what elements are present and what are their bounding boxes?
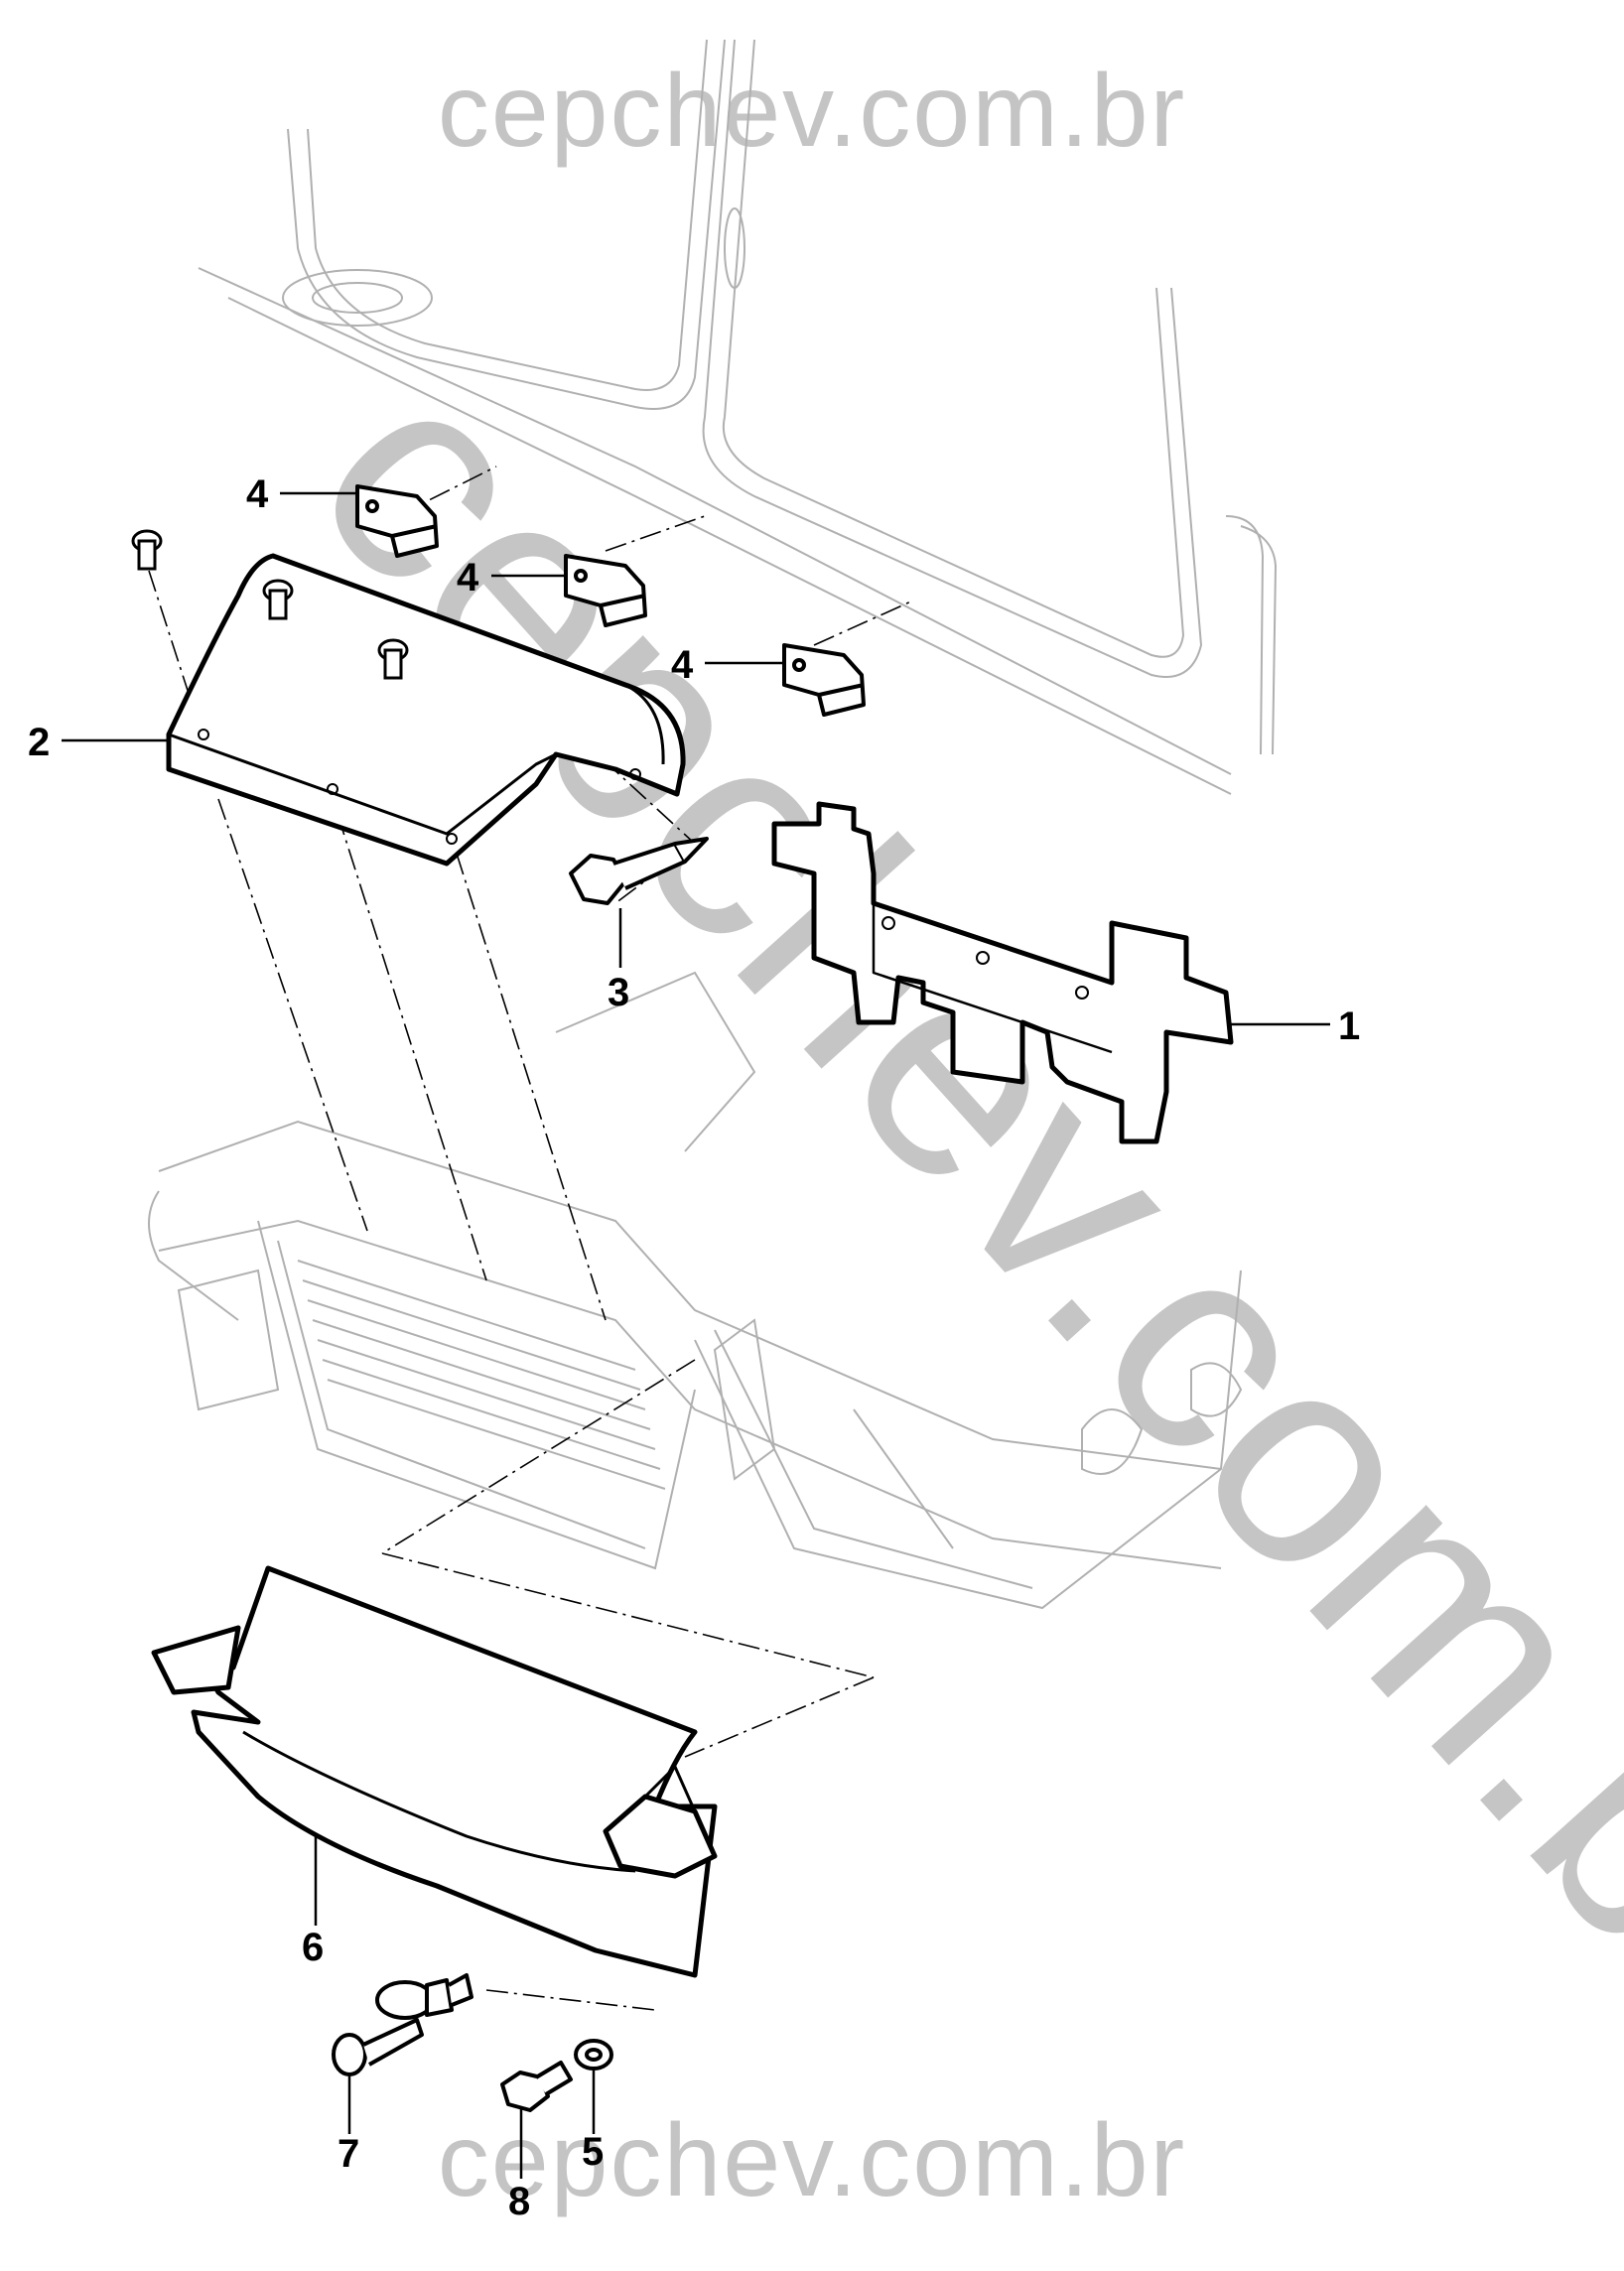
callout-7: 7	[338, 2132, 360, 2176]
callout-8: 8	[508, 2180, 531, 2223]
part-7-retainer	[332, 1973, 474, 2076]
callout-2: 2	[28, 721, 51, 764]
watermark-bottom: cepchev.com.br	[437, 2103, 1187, 2218]
callout-1: 1	[1338, 1004, 1361, 1048]
alignment-lines	[148, 466, 914, 2011]
part-2-rivets	[131, 529, 409, 680]
part-6-lower-shield	[151, 1565, 718, 1978]
part-4-clips	[355, 484, 866, 717]
part-8-bolt	[500, 2061, 573, 2112]
callout-leaders	[62, 491, 1330, 2179]
callout-5: 5	[582, 2130, 605, 2174]
part-3-bolt	[569, 837, 709, 905]
watermark-top: cepchev.com.br	[437, 54, 1187, 169]
callout-4-lower: 4	[671, 643, 694, 687]
vehicle-frame-ghost	[148, 39, 1278, 1610]
callout-4-upper: 4	[246, 472, 269, 516]
part-1-bracket	[771, 801, 1234, 1144]
callout-6: 6	[302, 1926, 325, 1969]
part-5-washer	[574, 2039, 613, 2071]
part-2-upper-shield	[166, 553, 686, 867]
callout-4-middle: 4	[457, 556, 479, 600]
callout-3: 3	[608, 971, 630, 1014]
